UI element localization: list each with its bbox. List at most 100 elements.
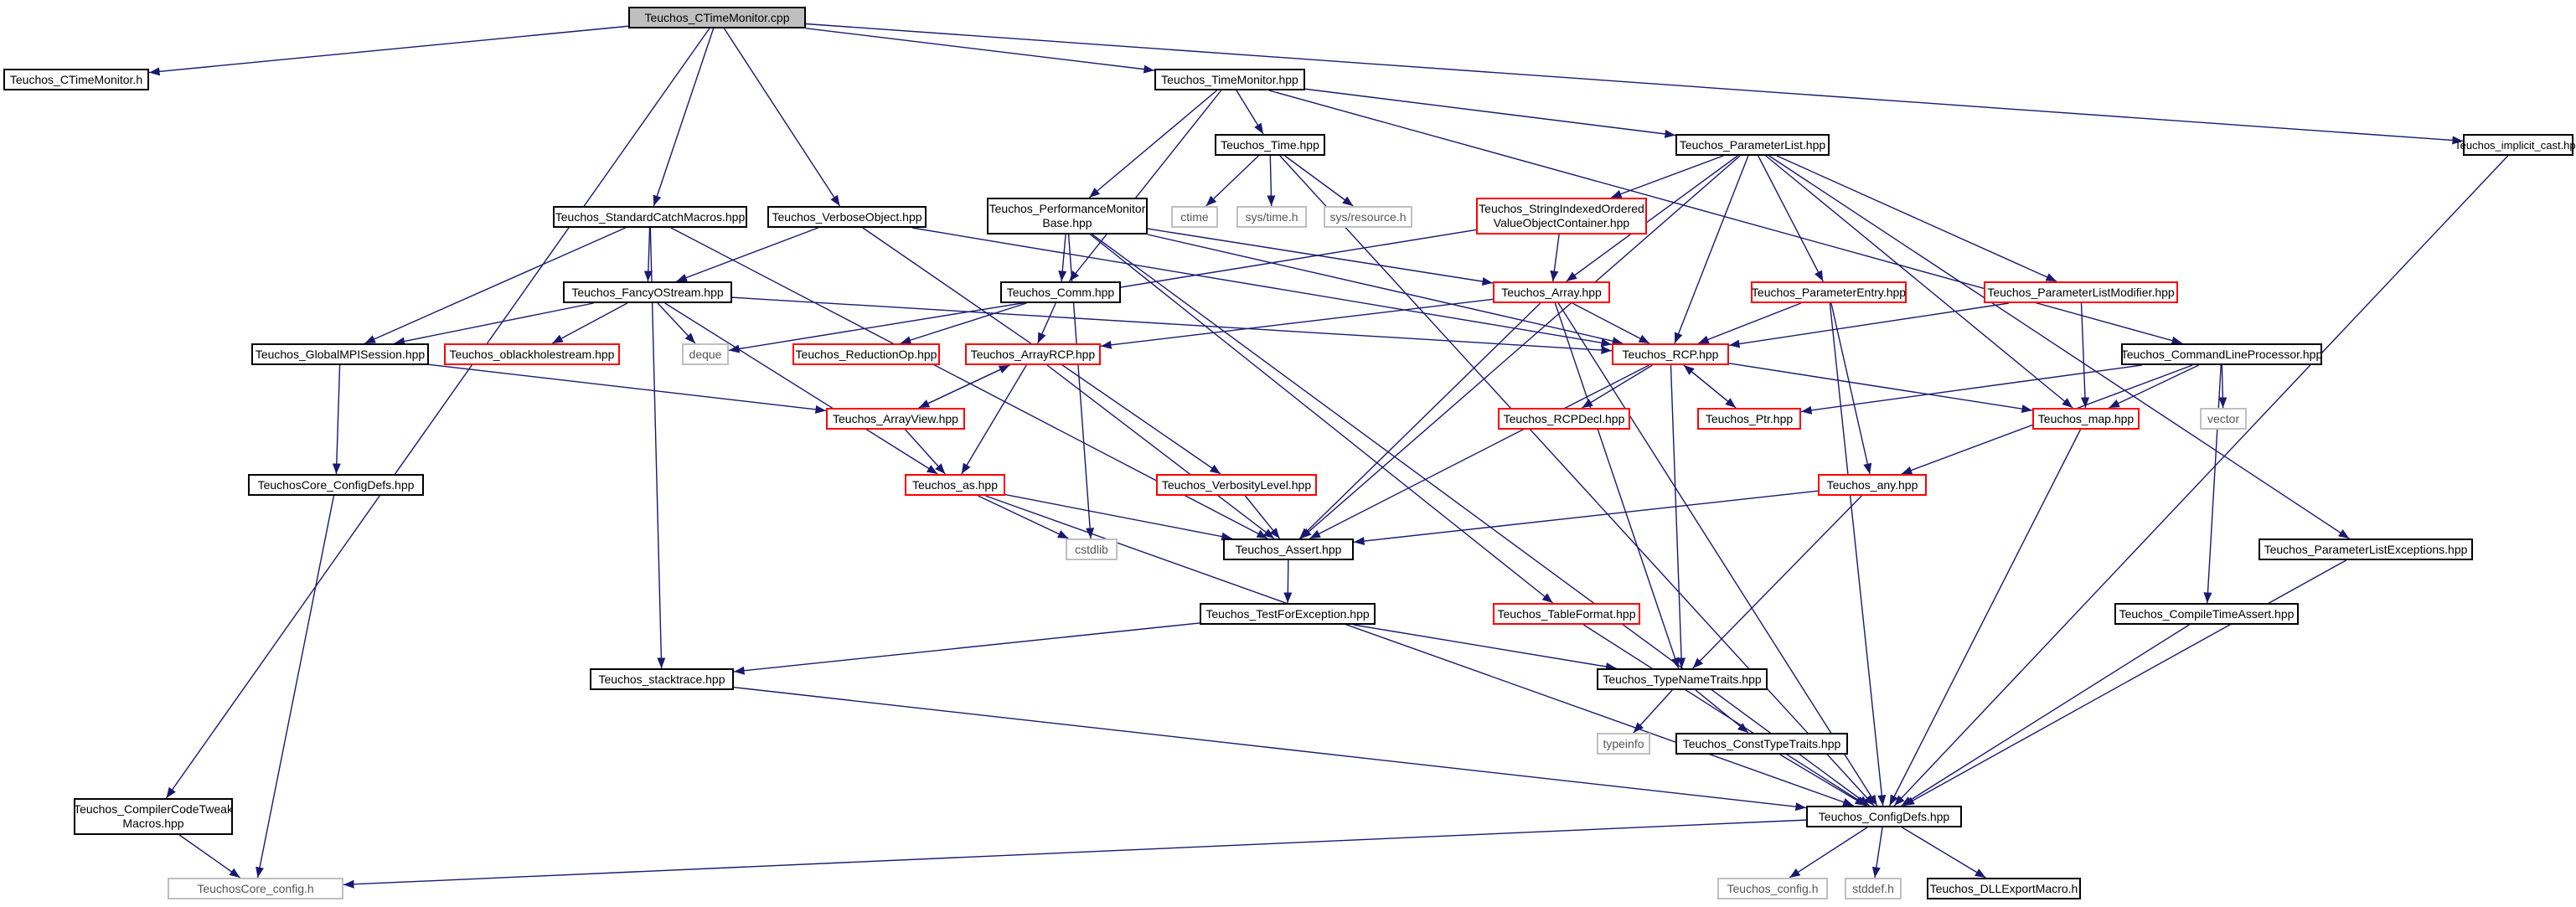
node-standardcatchmacros[interactable]: Teuchos_StandardCatchMacros.hpp (553, 206, 747, 228)
node-deque[interactable]: deque (682, 343, 729, 365)
edge-ctm_cpp-to-ctm_h (148, 25, 629, 76)
node-map[interactable]: Teuchos_map.hpp (2032, 408, 2140, 430)
node-compilercodetweakmacros[interactable]: Teuchos_CompilerCodeTweak Macros.hpp (74, 798, 233, 835)
node-dllexportmacro[interactable]: Teuchos_DLLExportMacro.h (1927, 878, 2081, 899)
node-comm[interactable]: Teuchos_Comm.hpp (1000, 281, 1121, 303)
node-as[interactable]: Teuchos_as.hpp (905, 474, 1005, 496)
edge-plist-to-plexc (1768, 155, 2350, 539)
edge-ptr-to-rcp (1683, 364, 1737, 409)
node-implicit-cast[interactable]: Teuchos_implicit_cast.hpp (2455, 134, 2576, 156)
node-stddef-h[interactable]: stddef.h (1845, 878, 1902, 899)
node-parameterentry[interactable]: Teuchos_ParameterEntry.hpp (1751, 281, 1907, 303)
node-time[interactable]: Teuchos_Time.hpp (1215, 134, 1325, 156)
node-assert[interactable]: Teuchos_Assert.hpp (1223, 539, 1354, 560)
edge-globalmpi-to-arrview (428, 363, 827, 414)
node-ctime[interactable]: ctime (1171, 206, 1218, 228)
edge-plist-to-stridx (1610, 155, 1724, 198)
node-timemonitor[interactable]: Teuchos_TimeMonitor.hpp (1154, 69, 1305, 90)
node-sys-time-h[interactable]: sys/time.h (1236, 206, 1307, 228)
edge-ccodetweak-to-coreconfig (178, 834, 240, 879)
edge-ctm_cpp-to-timemon (805, 28, 1155, 74)
node-array[interactable]: Teuchos_Array.hpp (1493, 281, 1610, 303)
edge-clp-to-ptr (1800, 364, 2142, 415)
edge-array-to-typename (1554, 302, 1680, 669)
edge-rcp-to-assert (1309, 364, 1649, 539)
edge-typename-to-typeinfo (1633, 689, 1673, 734)
node-sys-resource-h[interactable]: sys/resource.h (1324, 206, 1412, 228)
edge-time-to-systime (1267, 155, 1276, 207)
edge-confdefs-to-dllexport (1902, 827, 1986, 879)
node-teuchoscore-config-h[interactable]: TeuchosCore_config.h (168, 878, 343, 899)
edge-time-to-confdefs (1279, 155, 1875, 807)
edge-verbobj-to-rcp (911, 227, 1613, 348)
node-compiletimeassert[interactable]: Teuchos_CompileTimeAssert.hpp (2114, 603, 2299, 625)
node-stringindexedorderedvalueobjectcontainer[interactable]: Teuchos_StringIndexedOrdered ValueObject… (1476, 198, 1647, 234)
node-testforexception[interactable]: Teuchos_TestForException.hpp (1200, 603, 1376, 625)
node-verbositylevel[interactable]: Teuchos_VerbosityLevel.hpp (1156, 474, 1317, 496)
node-ptr[interactable]: Teuchos_Ptr.hpp (1697, 408, 1801, 430)
edge-clp-to-cta (2203, 364, 2222, 604)
node-config-h[interactable]: Teuchos_config.h (1717, 878, 1828, 899)
edge-any-to-assert (1353, 490, 1819, 546)
edge-cta-to-confdefs (1901, 624, 2190, 807)
edge-plist-to-rcp (1674, 155, 1749, 344)
edge-stacktrace-to-confdefs (733, 686, 1807, 812)
node-typenametraits[interactable]: Teuchos_TypeNameTraits.hpp (1597, 668, 1768, 690)
edge-globalmpi-to-coreconfdefs (332, 364, 341, 475)
node-parameterlist[interactable]: Teuchos_ParameterList.hpp (1675, 134, 1830, 156)
edge-perfmon-to-cstdlib (1067, 234, 1095, 539)
node-reductionop[interactable]: Teuchos_ReductionOp.hpp (792, 343, 940, 365)
edge-array-to-assert (1298, 302, 1541, 539)
node-stacktrace[interactable]: Teuchos_stacktrace.hpp (590, 668, 734, 690)
edge-ctm_cpp-to-verbobj (723, 28, 841, 207)
node-commandlineprocessor[interactable]: Teuchos_CommandLineProcessor.hpp (2121, 343, 2322, 365)
node-teuchoscore-configdefs[interactable]: TeuchosCore_ConfigDefs.hpp (248, 474, 424, 496)
edge-tablefmt-to-confdefs (1582, 624, 1868, 807)
edge-plmod-to-map (2080, 302, 2090, 409)
node-parameterlistexceptions[interactable]: Teuchos_ParameterListExceptions.hpp (2259, 539, 2473, 560)
edge-pentry-to-any (1830, 302, 1872, 475)
edge-rcp-to-map (1728, 363, 2033, 414)
node-arrayview[interactable]: Teuchos_ArrayView.hpp (826, 408, 965, 430)
edge-testexc-to-stacktrace (733, 622, 1200, 675)
edge-arrview-to-arcp (918, 364, 1010, 409)
node-ctimemonitor-cpp[interactable]: Teuchos_CTimeMonitor.cpp (628, 7, 806, 28)
node-rcp[interactable]: Teuchos_RCP.hpp (1612, 343, 1729, 365)
edge-timemon-to-comm (1068, 90, 1222, 282)
edge-as-to-assert (1004, 493, 1232, 541)
edge-as-to-cstdlib (978, 495, 1069, 539)
node-parameterlistmodifier[interactable]: Teuchos_ParameterListModifier.hpp (1984, 281, 2178, 303)
node-any[interactable]: Teuchos_any.hpp (1818, 474, 1927, 496)
edge-confdefs-to-coreconfig (343, 819, 1807, 889)
node-performancemonitorbase[interactable]: Teuchos_PerformanceMonitor Base.hpp (987, 198, 1148, 234)
edge-stdcatch-to-globalmpi (364, 227, 626, 344)
edge-timemon-to-plist (1304, 88, 1676, 138)
edge-clp-to-map (2109, 364, 2199, 409)
edge-arcp-to-assert (1046, 364, 1275, 539)
edge-ctm_cpp-to-stdcatch (653, 28, 715, 207)
node-oblackholestream[interactable]: Teuchos_oblackholestream.hpp (444, 343, 620, 365)
node-consttypetraits[interactable]: Teuchos_ConstTypeTraits.hpp (1675, 733, 1848, 755)
node-cstdlib[interactable]: cstdlib (1066, 539, 1118, 560)
node-ctimemonitor-h[interactable]: Teuchos_CTimeMonitor.h (3, 69, 149, 90)
node-arrayrcp[interactable]: Teuchos_ArrayRCP.hpp (965, 343, 1101, 365)
edge-ctm_cpp-to-ccodetweak (165, 28, 710, 799)
edge-verbobj-to-fancy (676, 227, 818, 282)
node-vector[interactable]: vector (2200, 408, 2247, 430)
edge-plist-to-assert (1300, 155, 1741, 539)
node-globalmpisession[interactable]: Teuchos_GlobalMPISession.hpp (251, 343, 429, 365)
node-tableformat[interactable]: Teuchos_TableFormat.hpp (1493, 603, 1640, 625)
node-typeinfo[interactable]: typeinfo (1597, 733, 1650, 755)
edge-confdefs-to-config (1789, 827, 1868, 879)
edge-plist-to-plmod (1776, 155, 2057, 282)
edge-array-to-rcp (1572, 302, 1650, 344)
node-verboseobject[interactable]: Teuchos_VerboseObject.hpp (767, 206, 927, 228)
edge-fancy-to-as (664, 302, 938, 475)
edge-plist-to-pentry (1758, 155, 1824, 282)
edge-fancy-to-rcp (731, 296, 1613, 355)
node-fancyostream[interactable]: Teuchos_FancyOStream.hpp (563, 281, 732, 303)
node-configdefs[interactable]: Teuchos_ConfigDefs.hpp (1806, 806, 1962, 827)
edge-arcp-to-as (961, 364, 1027, 475)
node-rcpdecl[interactable]: Teuchos_RCPDecl.hpp (1498, 408, 1630, 430)
